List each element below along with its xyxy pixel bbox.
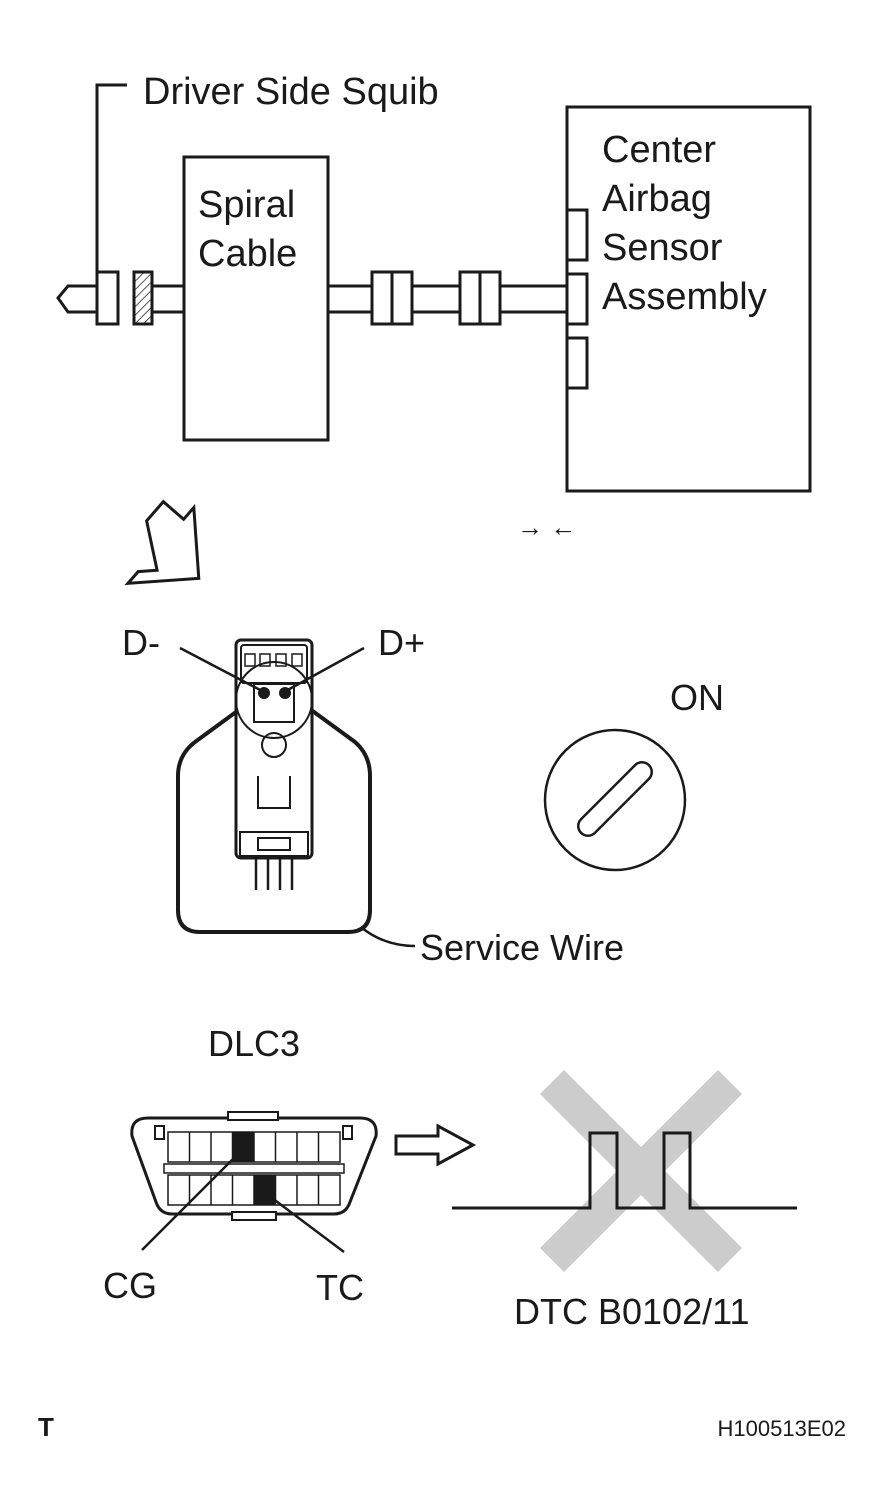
spiral-cable-box [182, 155, 330, 442]
terminal-d-plus [279, 687, 291, 699]
center-connector-lower [565, 336, 589, 390]
center-airbag-sensor-box [565, 105, 812, 493]
center-connector-middle [565, 272, 589, 326]
connector-section [176, 638, 416, 948]
top-wiring-section [56, 83, 812, 493]
center-label-line4: Assembly [602, 276, 767, 318]
tc-label: TC [316, 1267, 364, 1308]
tc-leader [263, 1191, 345, 1253]
ignition-switch-icon [543, 728, 687, 872]
service-wire-label: Service Wire [420, 927, 624, 968]
connector-cavity-3 [275, 653, 287, 667]
connector-lock-hole [261, 732, 287, 758]
service-wire-leader [361, 927, 416, 948]
center-label-line3: Sensor [602, 227, 723, 269]
tc-terminal [254, 1175, 275, 1205]
center-connector-upper [565, 208, 589, 262]
dlc3-center-bar [163, 1163, 345, 1174]
hollow-arrow-right-icon [394, 1123, 477, 1167]
d-minus-label: D- [122, 622, 160, 663]
dlc3-top-key [227, 1111, 279, 1121]
hollow-arrow-down-right-icon [124, 499, 201, 586]
driver-side-squib-label: Driver Side Squib [143, 71, 439, 113]
terminal-highlight-circle [235, 661, 313, 739]
ignition-on-label: ON [670, 677, 724, 718]
terminal-d-minus [258, 687, 270, 699]
center-label-line2: Airbag [602, 178, 712, 220]
dlc3-right-mount [342, 1125, 353, 1140]
shorting-connector [132, 270, 154, 326]
d-plus-label: D+ [378, 622, 425, 663]
squib-plug-tip [56, 284, 97, 314]
center-label-line1: Center [602, 129, 716, 171]
cg-label: CG [103, 1265, 157, 1306]
gap-arrows-label: → ← [517, 512, 576, 542]
squib-leader-line [95, 83, 127, 272]
d-minus-leader [179, 646, 265, 694]
spiral-cable-label-line1: Spiral [198, 184, 295, 226]
dlc3-bottom-key [231, 1211, 277, 1221]
spiral-cable-label-line2: Cable [198, 233, 297, 275]
dtc-pulse-waveform [452, 1131, 797, 1210]
prohibited-cross-icon [539, 1069, 743, 1273]
dlc3-left-mount [154, 1125, 165, 1140]
connector-cavity-1 [244, 653, 256, 667]
d-plus-leader [283, 646, 365, 694]
corner-mark: T [38, 1412, 54, 1442]
terminal-housing [253, 683, 295, 723]
squib-connector [95, 270, 120, 326]
figure-id: H100513E02 [718, 1416, 846, 1441]
dlc3-label: DLC3 [208, 1023, 300, 1064]
service-wire-loop [176, 691, 372, 934]
connector-cavity-2 [259, 653, 271, 667]
cg-leader [141, 1149, 243, 1251]
connector-base-slot [257, 837, 291, 851]
dtc-label: DTC B0102/11 [514, 1291, 749, 1332]
connector-base [239, 831, 309, 857]
connector-tab [257, 776, 291, 809]
connector-cavity-4 [291, 653, 303, 667]
